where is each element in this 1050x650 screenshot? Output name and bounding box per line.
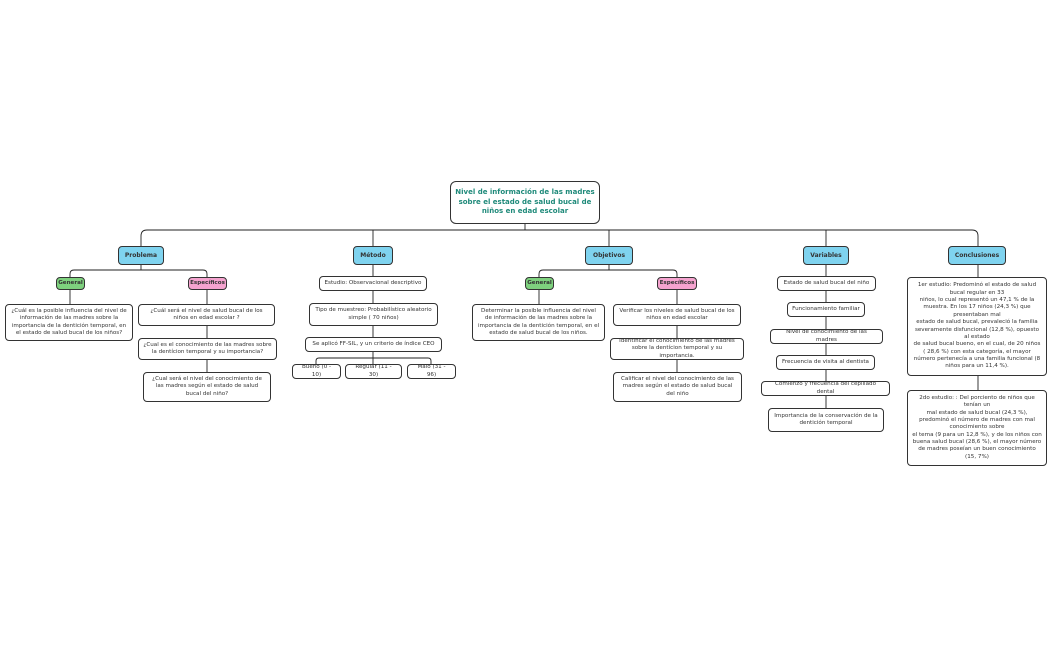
metodo-estudio[interactable]: Estudio: Observacional descriptivo [319,276,427,291]
metodo-criterio[interactable]: Se aplicó FF-SIL, y un criterio de índic… [305,337,442,352]
metodo-nivel-malo[interactable]: Malo (31 - 96) [407,364,456,379]
problema-general[interactable]: General [56,277,85,290]
conclusion-estudio-2[interactable]: 2do estudio: : Del porciento de niños qu… [907,390,1047,466]
variable-nivel-conocimiento[interactable]: Nivel de conocimiento de las madres [770,329,883,344]
objetivos-especificos[interactable]: Específicos [657,277,697,290]
objetivos-general-text[interactable]: Determinar la posible influencia del niv… [472,304,605,341]
branch-problema[interactable]: Problema [118,246,164,265]
metodo-nivel-bueno[interactable]: Bueno (0 - 10) [292,364,341,379]
variable-estado-salud[interactable]: Estado de salud bucal del niño [777,276,876,291]
objetivos-especifico-3[interactable]: Calificar el nivel del conocimiento de l… [613,372,742,402]
objetivos-especifico-1[interactable]: Verificar los niveles de salud bucal de … [613,304,741,326]
variable-funcionamiento[interactable]: Funcionamiento familiar [787,302,865,317]
problema-especifico-1[interactable]: ¿Cuál será el nivel de salud bucal de lo… [138,304,275,326]
problema-especificos[interactable]: Específicos [188,277,227,290]
branch-variables[interactable]: Variables [803,246,849,265]
metodo-muestreo[interactable]: Tipo de muestreo: Probabilístico aleator… [309,303,438,326]
problema-general-question[interactable]: ¿Cuál es la posible influencia del nivel… [5,304,133,341]
objetivos-especifico-2[interactable]: Identificar el conocimiento de las madre… [610,338,744,360]
problema-especifico-3[interactable]: ¿Cual será el nivel del conocimiento de … [143,372,271,402]
branch-objetivos[interactable]: Objetivos [585,246,633,265]
variable-frecuencia-visita[interactable]: Frecuencia de visita al dentista [776,355,875,370]
branch-conclusiones[interactable]: Conclusiones [948,246,1006,265]
variable-importancia-denticion[interactable]: Importancia de la conservación de la den… [768,408,884,432]
branch-metodo[interactable]: Método [353,246,393,265]
variable-cepillado[interactable]: Comienzo y frecuencia del cepillado dent… [761,381,890,396]
metodo-nivel-regular[interactable]: Regular (11 - 30) [345,364,402,379]
objetivos-general[interactable]: General [525,277,554,290]
conclusion-estudio-1[interactable]: 1er estudio: Predominó el estado de salu… [907,277,1047,376]
root-topic[interactable]: Nivel de información de las madres sobre… [450,181,600,224]
problema-especifico-2[interactable]: ¿Cual es el conocimiento de las madres s… [138,338,277,360]
